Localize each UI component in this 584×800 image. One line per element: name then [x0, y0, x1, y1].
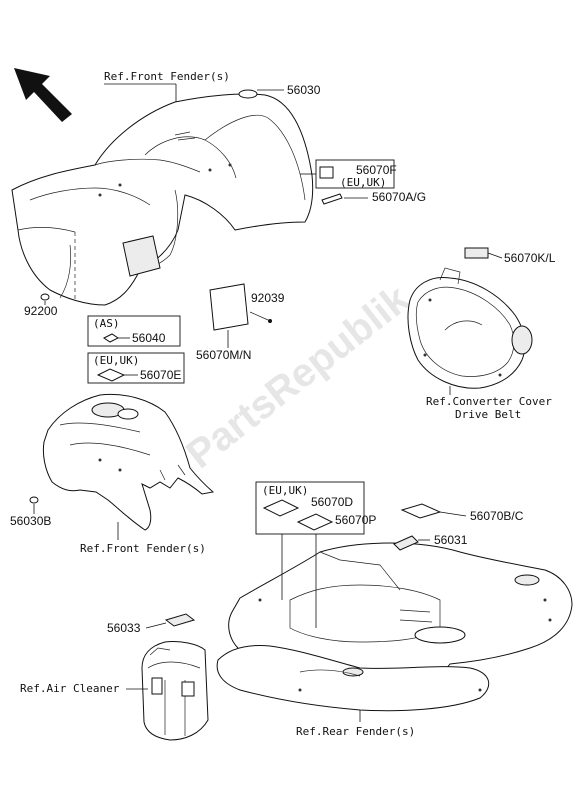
part-number-92039: 92039 [251, 291, 285, 305]
part-number-56070bc: 56070B/C [470, 509, 524, 523]
plug-56030b [29, 496, 39, 504]
plug-92200 [40, 293, 50, 301]
part-number-56033: 56033 [107, 621, 141, 635]
ref-drive-belt-label: Drive Belt [455, 408, 521, 421]
part-number-56030: 56030 [287, 83, 321, 97]
ref-converter-cover-label: Ref.Converter Cover [426, 395, 552, 408]
air-cleaner [141, 641, 209, 741]
label-sticker-56070bc [400, 503, 442, 519]
part-number-56070e: 56070E [140, 368, 181, 382]
orientation-arrow-icon [14, 68, 72, 122]
rear-fender [216, 542, 573, 712]
region-eu-uk-e: (EU,UK) [93, 354, 139, 367]
region-eu-uk-f: (EU,UK) [340, 176, 386, 189]
part-number-56070ag: 56070A/G [372, 190, 426, 204]
converter-cover [407, 267, 533, 389]
ref-front-fender-bottom-label: Ref.Front Fender(s) [80, 542, 206, 555]
part-number-56030b: 56030B [10, 514, 51, 528]
label-sticker-56070mn [209, 283, 249, 331]
label-sticker-56070p [296, 513, 334, 531]
label-sticker-56070d [262, 499, 300, 517]
rivet-92039 [249, 311, 269, 321]
label-sticker-56070e [96, 368, 126, 382]
part-number-56070p: 56070P [335, 513, 376, 527]
ref-air-cleaner-label: Ref.Air Cleaner [20, 682, 120, 695]
region-eu-uk-dp: (EU,UK) [262, 484, 308, 497]
label-sticker-56040 [103, 333, 119, 343]
region-box-as [87, 315, 181, 347]
label-sticker-56070f [319, 166, 334, 179]
part-number-56031: 56031 [434, 533, 468, 547]
part-number-56070mn: 56070M/N [196, 348, 251, 362]
label-sticker-56031 [393, 535, 419, 551]
label-sticker-56033 [164, 613, 196, 627]
part-number-56070kl: 56070K/L [504, 251, 556, 265]
front-fender-bottom [42, 393, 215, 531]
front-fender-top [11, 89, 314, 306]
region-as: (AS) [93, 317, 120, 330]
region-box-eu-uk-dp [255, 481, 365, 535]
label-sticker-56070kl [464, 247, 489, 259]
ref-front-fender-top-label: Ref.Front Fender(s) [104, 70, 230, 83]
ref-rear-fender-label: Ref.Rear Fender(s) [296, 725, 415, 738]
label-sticker-56070ag [321, 193, 343, 205]
region-box-eu-uk-e [87, 352, 185, 384]
part-number-56070f: 56070F [356, 163, 397, 177]
part-number-92200: 92200 [24, 304, 58, 318]
part-number-56040: 56040 [132, 331, 166, 345]
part-number-56070d: 56070D [311, 495, 353, 509]
